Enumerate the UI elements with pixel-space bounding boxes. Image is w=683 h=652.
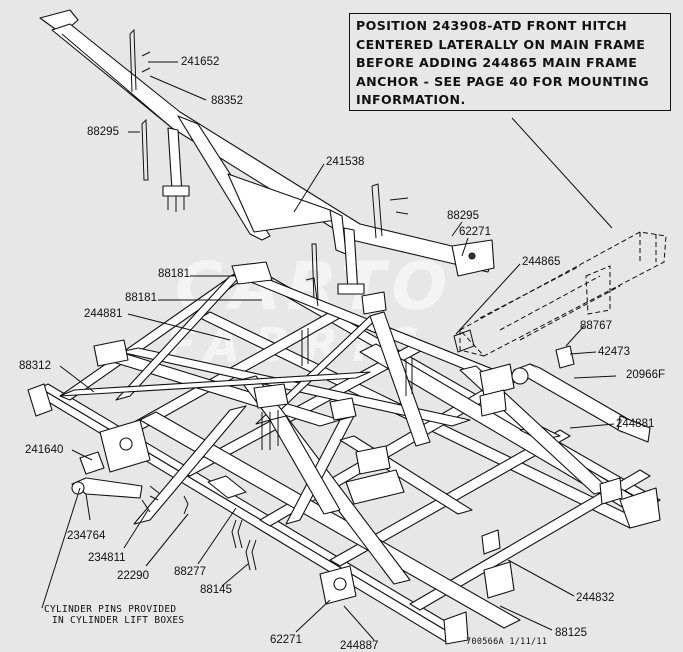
callout-244881-left: 244881 — [84, 308, 123, 320]
callout-88312: 88312 — [19, 360, 51, 372]
mounting-note: POSITION 243908-ATD FRONT HITCH CENTERED… — [349, 13, 671, 111]
callout-244887: 244887 — [340, 640, 379, 652]
note-line-4: ANCHOR - SEE PAGE 40 FOR MOUNTING — [356, 73, 649, 89]
callout-88125: 88125 — [555, 627, 587, 639]
callout-88352: 88352 — [211, 95, 243, 107]
callout-244865: 244865 — [522, 256, 561, 268]
callout-22290: 22290 — [117, 570, 149, 582]
leader-lines — [41, 61, 617, 641]
callout-62271-bottom: 62271 — [270, 634, 302, 646]
clamps — [93, 261, 623, 505]
callout-20966F: 20966F — [626, 369, 666, 381]
callout-244832: 244832 — [576, 592, 615, 604]
callout-62271-top: 62271 — [459, 226, 491, 238]
cylinder-pins-note-line-2: IN CYLINDER LIFT BOXES — [52, 615, 185, 626]
callout-241640: 241640 — [25, 444, 64, 456]
note-line-5: INFORMATION. — [356, 92, 466, 107]
hydraulic-cylinder — [511, 345, 651, 443]
callout-88295-top: 88295 — [87, 126, 119, 138]
callout-88277: 88277 — [174, 566, 206, 578]
note-line-3: BEFORE ADDING 244865 MAIN FRAME — [356, 55, 638, 70]
callout-42473: 42473 — [598, 346, 630, 358]
callout-88295-right: 88295 — [447, 210, 479, 222]
cylinder-pins-note-line-1: CYLINDER PINS PROVIDED — [44, 604, 177, 615]
hitch-assembly — [39, 9, 495, 301]
diagonal-braces — [59, 271, 611, 585]
callout-241538: 241538 — [326, 156, 365, 168]
note-line-2: CENTERED LATERALLY ON MAIN FRAME — [356, 36, 646, 52]
callout-88145: 88145 — [200, 584, 232, 596]
callout-88767: 88767 — [580, 320, 612, 332]
note-line-1: POSITION 243908-ATD FRONT HITCH — [356, 18, 628, 33]
callout-88181-upper: 88181 — [158, 268, 190, 280]
callout-234811: 234811 — [88, 552, 126, 564]
callout-88181-lower: 88181 — [125, 292, 157, 304]
drawing-id: 700566A 1/11/11 — [466, 637, 548, 647]
callout-244881-right: 244881 — [616, 418, 655, 430]
callout-241652: 241652 — [181, 56, 220, 68]
callout-234764: 234764 — [67, 530, 106, 542]
main-frame-anchor — [453, 231, 667, 357]
